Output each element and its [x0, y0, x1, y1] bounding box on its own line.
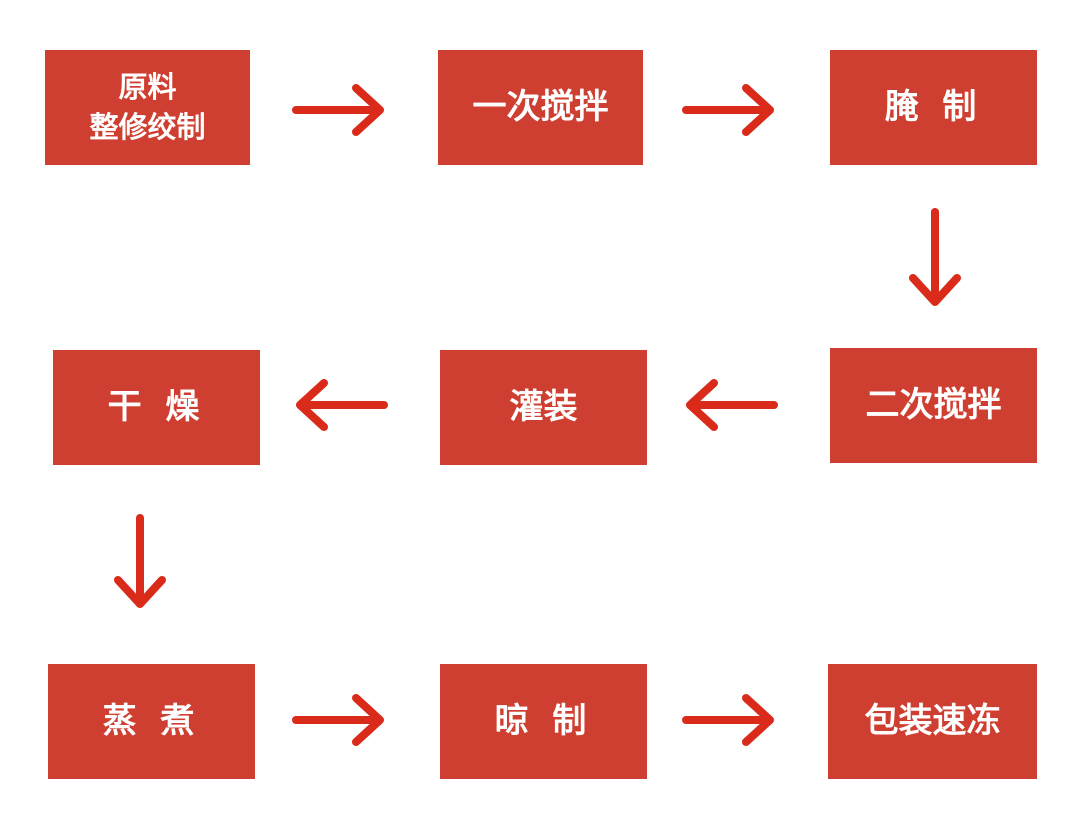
step-second-mixing-box: 二次搅拌: [830, 348, 1037, 463]
arrow-right-icon: [292, 84, 384, 136]
step-steaming-label: 蒸 煮: [102, 700, 201, 741]
step-raw-material-box: 原料 整修绞制: [45, 50, 250, 165]
step-cooling-box: 晾 制: [440, 664, 647, 779]
arrow-left-icon: [296, 379, 388, 431]
step-raw-material-label: 原料 整修绞制: [89, 70, 206, 144]
arrow-right-icon: [682, 694, 774, 746]
step-second-mixing-label: 二次搅拌: [865, 384, 1002, 425]
arrow-right-icon: [682, 84, 774, 136]
step-first-mixing-box: 一次搅拌: [438, 50, 643, 165]
step-curing-box: 腌 制: [830, 50, 1037, 165]
step-curing-label: 腌 制: [884, 86, 983, 127]
step-drying-label: 干 燥: [107, 386, 206, 427]
step-cooling-label: 晾 制: [494, 700, 593, 741]
step-packaging-freezing-box: 包装速冻: [828, 664, 1037, 779]
arrow-right-icon: [292, 694, 384, 746]
step-filling-label: 灌装: [509, 386, 578, 427]
step-drying-box: 干 燥: [53, 350, 260, 465]
step-first-mixing-label: 一次搅拌: [472, 86, 609, 127]
step-steaming-box: 蒸 煮: [48, 664, 255, 779]
arrow-down-icon: [114, 514, 166, 608]
step-filling-box: 灌装: [440, 350, 647, 465]
arrow-left-icon: [686, 379, 778, 431]
arrow-down-icon: [909, 208, 961, 306]
step-packaging-freezing-label: 包装速冻: [864, 700, 1001, 741]
